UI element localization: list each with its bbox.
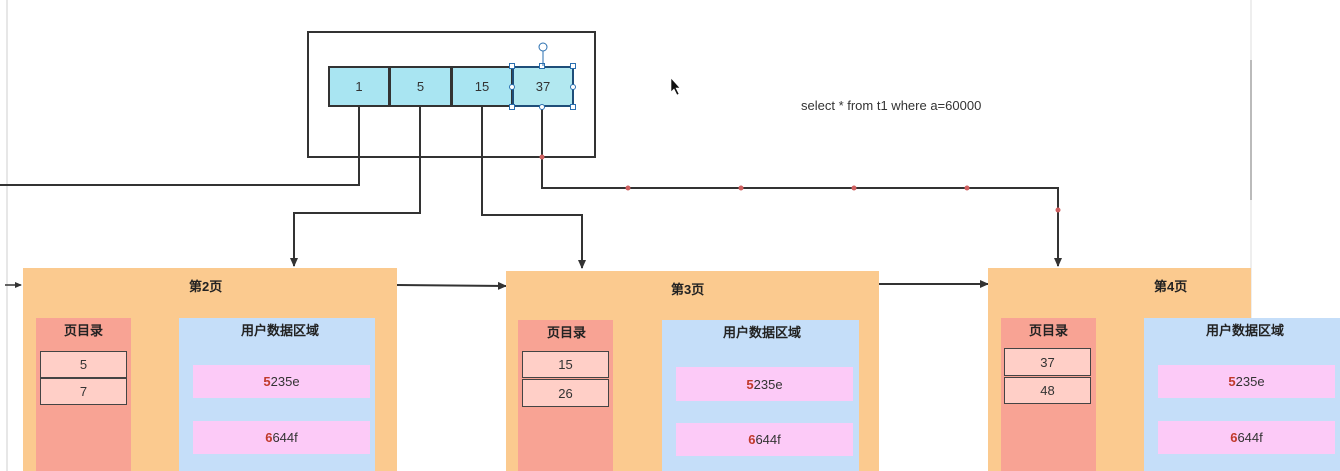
page-2-directory-slot[interactable]: 7 bbox=[40, 378, 127, 405]
waypoint-dot[interactable] bbox=[851, 185, 857, 191]
page-2-title: 第2页 bbox=[189, 279, 223, 294]
pointer-key-15 bbox=[481, 107, 586, 269]
page-2-data-title: 用户数据区域 bbox=[241, 323, 320, 338]
record-rest: 235e bbox=[1235, 374, 1265, 389]
record-rest: 644f bbox=[272, 430, 298, 445]
page-4-data-title: 用户数据区域 bbox=[1206, 323, 1285, 338]
page-4-directory-slot[interactable]: 37 bbox=[1004, 348, 1091, 376]
record-rest: 235e bbox=[753, 376, 783, 392]
resize-handle-e[interactable] bbox=[570, 84, 576, 90]
resize-handle-nw[interactable] bbox=[509, 63, 515, 69]
pointer-key-5 bbox=[290, 107, 421, 267]
waypoint-dot[interactable] bbox=[1055, 207, 1061, 213]
sql-query-text: select * from t1 where a=60000 bbox=[801, 98, 982, 113]
page-3-directory-slot[interactable]: 26 bbox=[522, 379, 609, 407]
root-key-5[interactable]: 5 bbox=[389, 66, 452, 107]
record-key-digit: 5 bbox=[263, 374, 271, 389]
resize-handle-sw[interactable] bbox=[509, 104, 515, 110]
root-key-1[interactable]: 1 bbox=[328, 66, 390, 107]
page-2-directory-title: 页目录 bbox=[64, 323, 104, 338]
record-rest: 235e bbox=[270, 374, 300, 389]
rotate-handle-icon[interactable] bbox=[532, 40, 554, 66]
page-3-data-title: 用户数据区域 bbox=[723, 325, 802, 340]
page-link-arrow-2-3 bbox=[396, 281, 507, 290]
waypoint-dot[interactable] bbox=[964, 185, 970, 191]
resize-handle-n[interactable] bbox=[539, 63, 545, 69]
root-node-frame bbox=[307, 31, 596, 158]
waypoint-dot[interactable] bbox=[539, 154, 545, 160]
page-3-directory-slot[interactable]: 15 bbox=[522, 351, 609, 378]
resize-handle-ne[interactable] bbox=[570, 63, 576, 69]
page-4-title: 第4页 bbox=[1154, 279, 1188, 294]
record-rest: 644f bbox=[755, 432, 781, 447]
page-3-directory-title: 页目录 bbox=[547, 325, 587, 340]
record-key-digit: 5 bbox=[1228, 374, 1236, 389]
resize-handle-s[interactable] bbox=[539, 104, 545, 110]
record-key-digit: 6 bbox=[1230, 430, 1238, 445]
page-2-directory-slot[interactable]: 5 bbox=[40, 351, 127, 378]
pointer-key-1 bbox=[0, 107, 360, 186]
record-key-digit: 5 bbox=[746, 376, 754, 392]
page-4-directory-title: 页目录 bbox=[1029, 323, 1069, 338]
root-key-37-selected[interactable]: 37 bbox=[512, 66, 574, 107]
resize-handle-se[interactable] bbox=[570, 104, 576, 110]
mouse-cursor-icon bbox=[670, 77, 681, 96]
waypoint-dot[interactable] bbox=[625, 185, 631, 191]
resize-handle-w[interactable] bbox=[509, 84, 515, 90]
page-4-directory-slot[interactable]: 48 bbox=[1004, 377, 1091, 404]
pointer-key-37 bbox=[541, 107, 1062, 267]
waypoint-dot[interactable] bbox=[738, 185, 744, 191]
page-3-title: 第3页 bbox=[671, 282, 705, 297]
record-key-digit: 6 bbox=[265, 430, 273, 445]
record-rest: 644f bbox=[1237, 430, 1263, 445]
record-key-digit: 6 bbox=[748, 432, 756, 447]
root-key-15[interactable]: 15 bbox=[451, 66, 513, 107]
